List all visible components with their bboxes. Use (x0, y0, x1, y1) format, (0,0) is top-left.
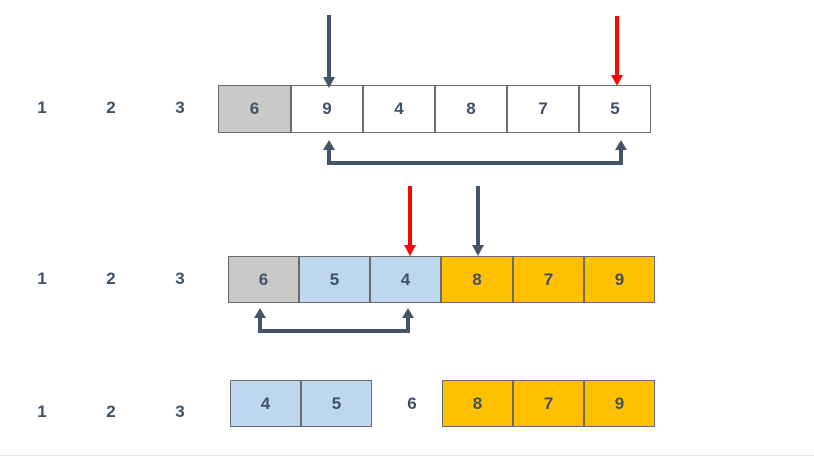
row-1-cell-5[interactable]: 5 (579, 85, 651, 133)
row-2-cell-1[interactable]: 5 (299, 256, 370, 303)
row-2-swap-bracket-icon (253, 308, 415, 333)
row-2-index-label-2: 2 (106, 269, 116, 288)
row-2-cell-0[interactable]: 6 (228, 256, 299, 303)
row-2-index-label-3: 3 (175, 269, 185, 288)
row-1-cell-2[interactable]: 4 (363, 85, 435, 133)
row-2-cell-3[interactable]: 8 (441, 256, 513, 303)
bottom-divider (0, 455, 814, 456)
row-2-cell-5[interactable]: 9 (584, 256, 655, 303)
row-2-right-pointer-arrow-icon (470, 186, 486, 256)
row-1-right-pointer-arrow-icon (609, 16, 625, 86)
row-1-cell-3[interactable]: 8 (435, 85, 507, 133)
row-3-index-label-1: 1 (37, 402, 47, 421)
row-3-cell-1[interactable]: 5 (301, 380, 372, 427)
row-2-cell-2[interactable]: 4 (370, 256, 441, 303)
row-1-index-label-2: 2 (106, 98, 116, 117)
row-2-cell-4[interactable]: 7 (513, 256, 584, 303)
row-3-index-label-3: 3 (175, 402, 185, 421)
row-2-left-pointer-arrow-icon (402, 186, 418, 256)
row-1-cell-0[interactable]: 6 (218, 85, 291, 133)
row-1-cell-1[interactable]: 9 (291, 85, 363, 133)
row-2-index-label-1: 1 (37, 269, 47, 288)
row-1-swap-bracket-icon (322, 140, 628, 165)
row-3-separator-label: 6 (407, 394, 417, 413)
row-1-left-pointer-arrow-icon (321, 15, 337, 88)
row-3-cell-0[interactable]: 4 (230, 380, 301, 427)
row-1-cell-4[interactable]: 7 (507, 85, 579, 133)
row-3-right-cell-1[interactable]: 7 (513, 380, 584, 427)
row-1-index-label-3: 3 (175, 98, 185, 117)
row-3-right-cell-0[interactable]: 8 (442, 380, 513, 427)
row-3-index-label-2: 2 (106, 402, 116, 421)
row-3-right-cell-2[interactable]: 9 (584, 380, 655, 427)
row-1-index-label-1: 1 (37, 98, 47, 117)
